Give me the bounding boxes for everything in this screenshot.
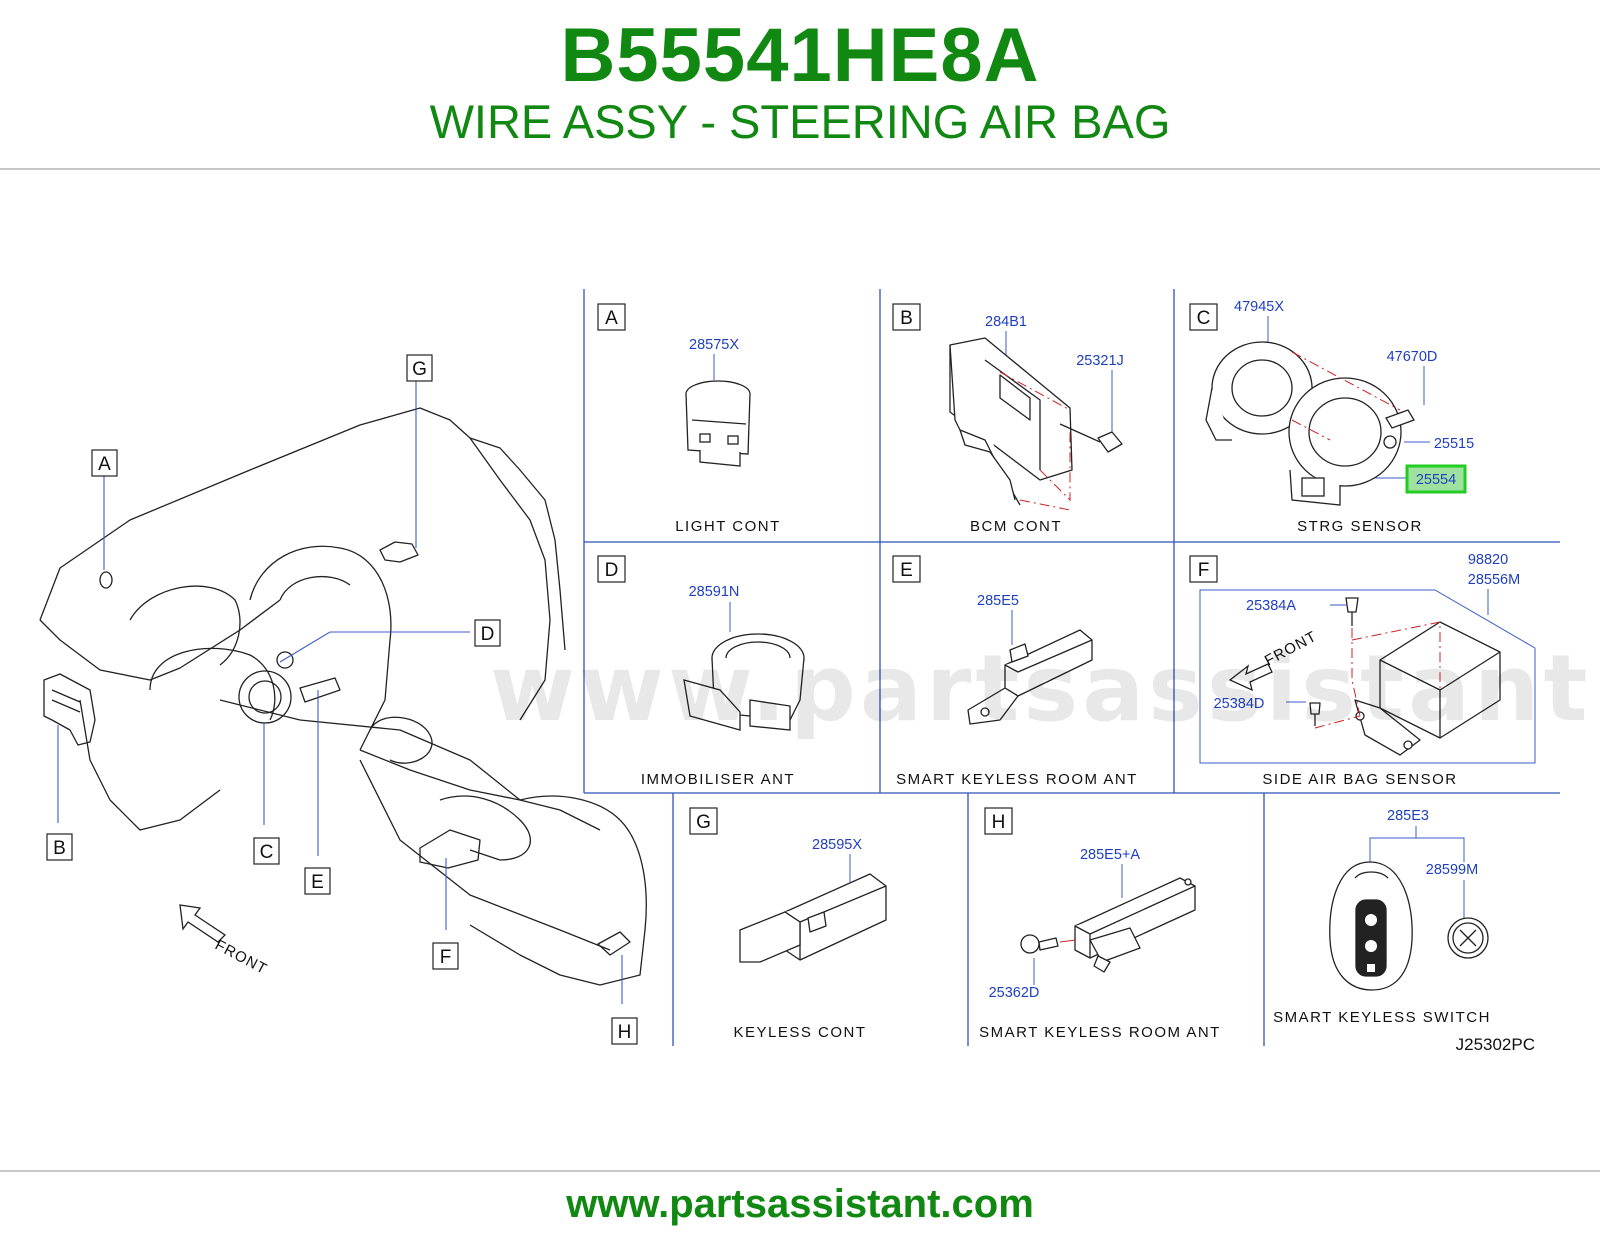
svg-text:C: C: [1197, 308, 1211, 329]
svg-text:F: F: [1198, 560, 1210, 581]
part-label-28591n: 28591N: [689, 584, 740, 600]
part-number-title: B55541HE8A: [560, 13, 1040, 98]
part-label-25384d: 25384D: [1214, 696, 1265, 712]
svg-text:25554: 25554: [1416, 472, 1456, 488]
coin-battery-icon: [1447, 917, 1489, 959]
panel-a-light-cont: A 28575X LIGHT CONT: [597, 303, 781, 535]
drawing-code: J25302PC: [1456, 1035, 1535, 1054]
svg-text:SMART KEYLESS ROOM ANT: SMART KEYLESS ROOM ANT: [896, 771, 1138, 788]
highlighted-part-25554[interactable]: 25554: [1405, 464, 1467, 494]
part-label-25362d: 25362D: [989, 985, 1040, 1001]
front-arrow-icon: FRONT: [179, 904, 270, 979]
callout-h: H: [611, 1017, 638, 1045]
overview-callouts: A G B C D E F H: [46, 354, 638, 1045]
part-label-47670d: 47670D: [1387, 349, 1438, 365]
callout-f: F: [432, 942, 459, 970]
part-label-28599m: 28599M: [1426, 862, 1478, 878]
svg-text:IMMOBILISER ANT: IMMOBILISER ANT: [641, 771, 795, 788]
svg-text:E: E: [900, 560, 913, 581]
panel-smart-keyless-switch: 285E3 28599M SMART KEYLESS SWITCH J25302…: [1273, 808, 1535, 1054]
part-label-25321j: 25321J: [1076, 353, 1124, 369]
svg-text:KEYLESS CONT: KEYLESS CONT: [733, 1024, 866, 1041]
footer-url[interactable]: www.partsassistant.com: [566, 1182, 1034, 1226]
part-label-285e3: 285E3: [1387, 808, 1429, 824]
svg-text:STRG SENSOR: STRG SENSOR: [1297, 518, 1423, 535]
panel-g-keyless-cont: G 28595X KEYLESS CONT: [689, 807, 887, 1041]
watermark: www.partsassistant.com: [490, 635, 1600, 742]
part-label-28595x: 28595X: [812, 837, 862, 853]
part-label-285e5: 285E5: [977, 593, 1019, 609]
callout-e: E: [304, 867, 331, 895]
part-label-98820: 98820: [1468, 552, 1508, 568]
svg-text:B: B: [900, 308, 913, 329]
svg-text:H: H: [618, 1022, 632, 1043]
callout-b: B: [46, 833, 73, 861]
footer-divider: [0, 1170, 1600, 1172]
overview-leader-lines: [57, 373, 623, 1004]
svg-text:E: E: [311, 872, 324, 893]
part-label-28575x: 28575X: [689, 337, 739, 353]
svg-text:BCM CONT: BCM CONT: [970, 518, 1062, 535]
callout-a: A: [91, 449, 118, 477]
dashboard-overview: [39, 407, 647, 986]
panel-e-smart-keyless-room-ant: E 285E5 SMART KEYLESS ROOM ANT: [892, 555, 1138, 788]
key-fob-icon: [1329, 861, 1413, 991]
panel-h-smart-keyless-room-ant: H 285E5+A 25362D SMART KEYLESS ROOM ANT: [979, 807, 1221, 1041]
header-divider: [0, 168, 1600, 170]
svg-text:LIGHT CONT: LIGHT CONT: [675, 518, 781, 535]
part-label-47945x: 47945X: [1234, 299, 1284, 315]
svg-text:B: B: [53, 838, 66, 859]
page-header: B55541HE8A WIRE ASSY - STEERING AIR BAG: [0, 0, 1600, 168]
svg-text:A: A: [605, 308, 618, 329]
svg-text:SMART KEYLESS SWITCH: SMART KEYLESS SWITCH: [1273, 1009, 1491, 1026]
svg-text:D: D: [481, 624, 495, 645]
part-label-25384a: 25384A: [1246, 598, 1296, 614]
panel-c-strg-sensor: C 47945X 47670D 25515 25554 STRG SENSO: [1189, 299, 1474, 535]
part-label-284b1: 284B1: [985, 314, 1027, 330]
callout-d: D: [474, 619, 501, 647]
panel-b-bcm-cont: B 284B1 25321J BCM CONT: [892, 303, 1124, 535]
svg-text:F: F: [440, 947, 452, 968]
panel-d-immobiliser-ant: D 28591N IMMOBILISER ANT: [597, 555, 805, 788]
svg-text:SMART KEYLESS ROOM ANT: SMART KEYLESS ROOM ANT: [979, 1024, 1221, 1041]
svg-text:H: H: [992, 812, 1006, 833]
svg-text:G: G: [696, 812, 711, 833]
svg-text:D: D: [605, 560, 619, 581]
part-label-25515: 25515: [1434, 436, 1474, 452]
callout-g: G: [406, 354, 433, 382]
part-label-285e5-a: 285E5+A: [1080, 847, 1140, 863]
part-label-28556m: 28556M: [1468, 572, 1520, 588]
svg-text:A: A: [98, 454, 111, 475]
svg-text:FRONT: FRONT: [212, 937, 270, 979]
svg-text:G: G: [412, 359, 427, 380]
svg-text:C: C: [260, 842, 274, 863]
svg-text:SIDE AIR BAG SENSOR: SIDE AIR BAG SENSOR: [1262, 771, 1457, 788]
callout-c: C: [253, 837, 280, 865]
panel-grid: [583, 289, 1560, 1046]
part-description: WIRE ASSY - STEERING AIR BAG: [429, 95, 1171, 148]
